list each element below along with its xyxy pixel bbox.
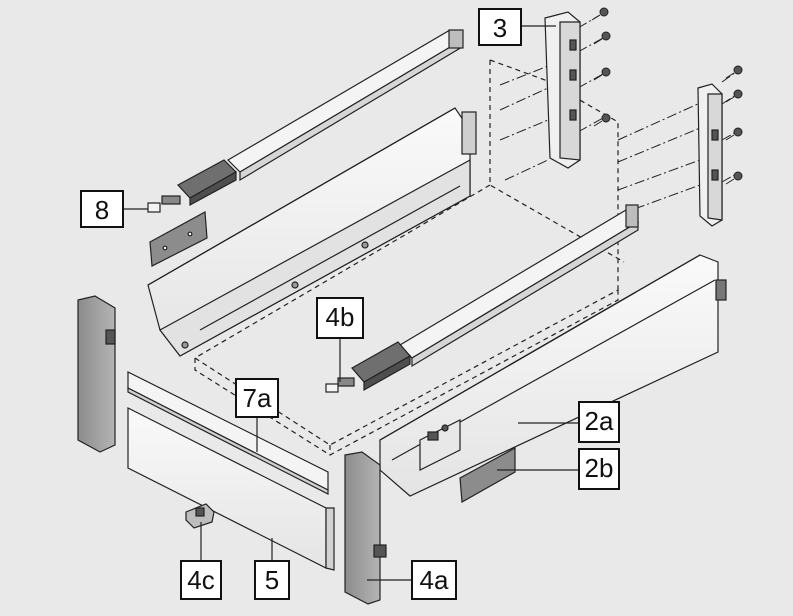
front-bracket-right bbox=[344, 451, 387, 605]
screw-icon bbox=[725, 171, 743, 185]
front-clip bbox=[185, 503, 215, 529]
drawer-body-dashed-outline bbox=[193, 59, 625, 456]
screw-icon bbox=[593, 67, 611, 81]
callout-2b: 2b bbox=[578, 448, 620, 490]
rear-bracket-right bbox=[697, 83, 723, 227]
front-bracket-left bbox=[77, 295, 116, 453]
screw-icon bbox=[591, 7, 609, 21]
drawer-side-right bbox=[379, 254, 727, 497]
screw-icon bbox=[593, 31, 611, 45]
screw-icon bbox=[593, 113, 611, 127]
callout-2a: 2a bbox=[578, 401, 620, 443]
callout-3: 3 bbox=[478, 8, 522, 46]
callout-8: 8 bbox=[80, 190, 124, 228]
screw-set bbox=[591, 7, 743, 185]
screw-icon bbox=[725, 127, 743, 141]
rear-bracket-left bbox=[544, 11, 581, 169]
drawer-side-left bbox=[147, 107, 477, 357]
runner-rail-right bbox=[325, 204, 639, 393]
front-rail bbox=[127, 371, 329, 495]
coupling-plate bbox=[149, 211, 208, 267]
runner-rail-left bbox=[147, 29, 464, 213]
screw-icon bbox=[725, 89, 743, 103]
cover-cap bbox=[459, 446, 516, 503]
callout-4b: 4b bbox=[316, 297, 364, 339]
callout-4a: 4a bbox=[411, 560, 457, 600]
screw-icon bbox=[725, 65, 743, 79]
callout-7a: 7a bbox=[235, 378, 279, 418]
front-panel bbox=[127, 407, 335, 571]
callout-4c: 4c bbox=[180, 560, 222, 600]
leader-lines bbox=[124, 25, 578, 581]
callout-5: 5 bbox=[254, 560, 290, 600]
